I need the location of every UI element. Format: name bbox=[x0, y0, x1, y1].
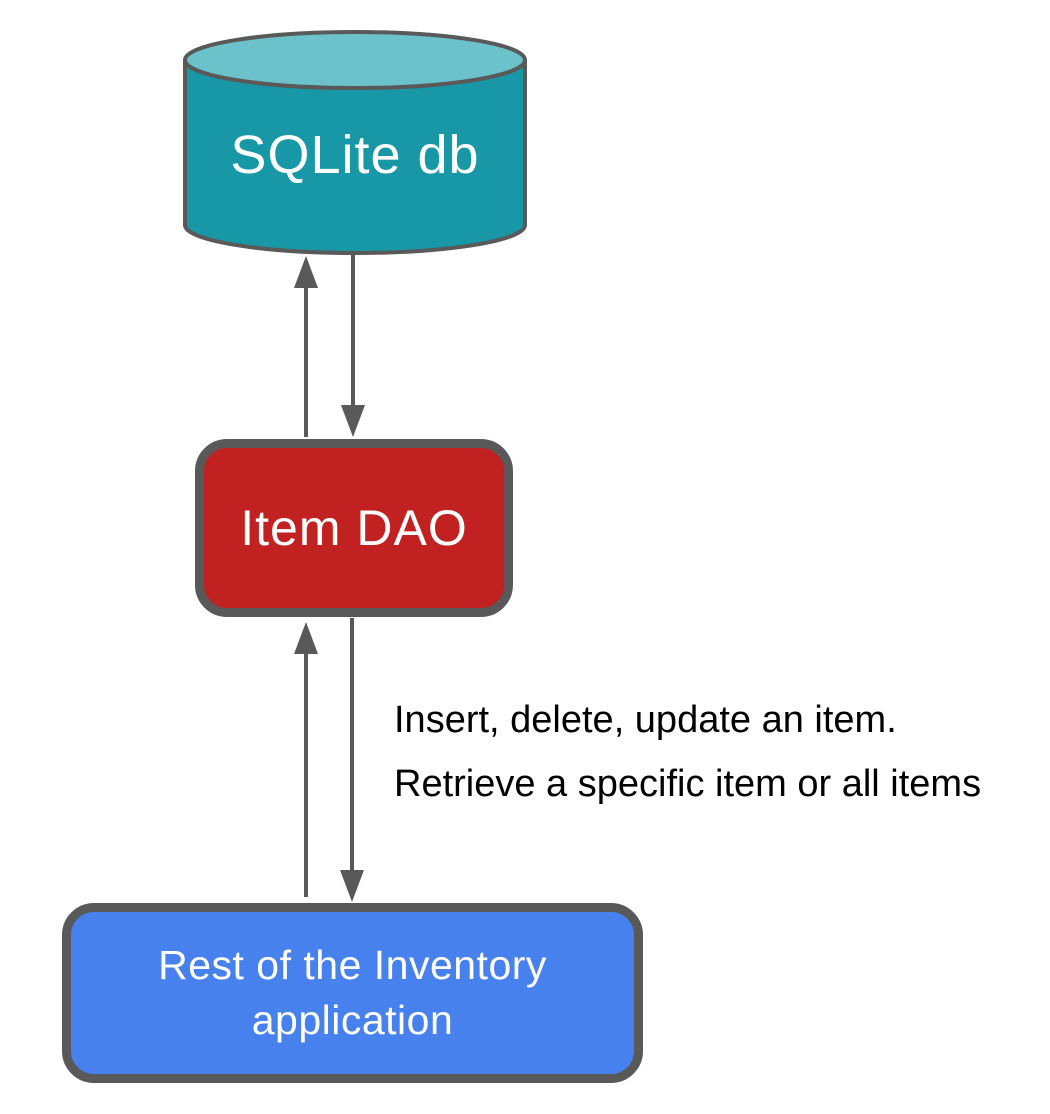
app-node: Rest of the Inventory application bbox=[62, 903, 643, 1083]
arrow-app-to-dao bbox=[294, 622, 318, 897]
arrow-down-head-icon bbox=[341, 405, 365, 437]
arrow-dao-to-app bbox=[340, 618, 364, 902]
dao-node-label: Item DAO bbox=[240, 500, 468, 556]
arrow-up-head-icon bbox=[294, 256, 318, 288]
arrow-up-head-icon bbox=[294, 622, 318, 654]
edge-annotation-line1: Insert, delete, update an item. bbox=[394, 699, 897, 741]
arrow-db-to-dao bbox=[341, 254, 365, 437]
database-cylinder-top bbox=[183, 30, 527, 90]
dao-node: Item DAO bbox=[195, 439, 513, 617]
arrow-dao-to-db bbox=[294, 256, 318, 437]
database-cylinder bbox=[183, 30, 527, 255]
app-node-label-line2: application bbox=[251, 997, 454, 1043]
database-node-label: SQLite db bbox=[230, 125, 480, 185]
edge-annotation-line2: Retrieve a specific item or all items bbox=[394, 763, 982, 805]
app-node-label-line1: Rest of the Inventory bbox=[158, 942, 547, 988]
arrow-down-head-icon bbox=[340, 870, 364, 902]
